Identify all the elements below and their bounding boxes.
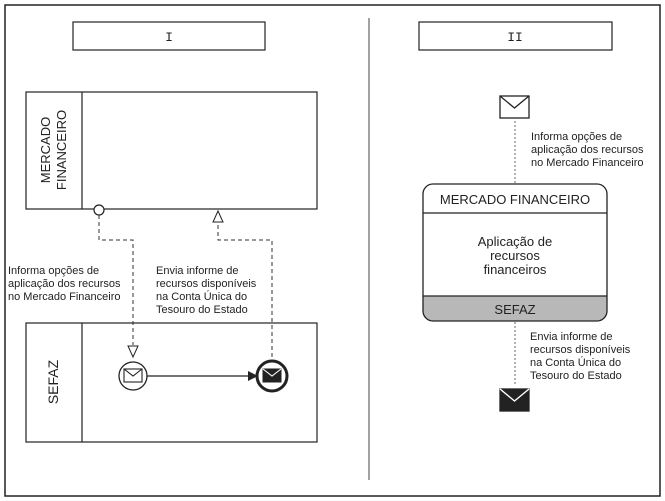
message-flow-left-path <box>98 215 134 345</box>
flow-left-text-line-2: aplicação dos recursos <box>8 278 121 290</box>
panel-ii: II Informa opções de aplicação dos recur… <box>418 21 644 412</box>
flow-right-text-line-2: recursos disponíveis <box>156 278 257 290</box>
message-flow-right-path <box>217 222 273 357</box>
end-message-event <box>255 359 289 393</box>
panel-ii-label-box <box>418 21 613 51</box>
task-border <box>422 183 608 322</box>
task-footer-label: SEFAZ <box>494 302 535 317</box>
outer-frame <box>4 4 661 497</box>
pool-mercado-financeiro: MERCADO FINANCEIRO <box>25 91 318 210</box>
task-body-line-3: financeiros <box>484 262 547 277</box>
flow-bottom-text-line-3: na Conta Única do <box>530 356 621 369</box>
pool-sefaz-label: SEFAZ <box>45 359 61 404</box>
panel-i: I MERCADO FINANCEIRO SEFAZ Informa opç <box>8 21 318 443</box>
pool-mercado-financeiro-label-line2: FINANCEIRO <box>54 110 69 190</box>
flow-bottom-text-line-4: Tesouro do Estado <box>530 370 622 382</box>
sequence-flow <box>147 371 258 381</box>
task-body-line-2: recursos <box>490 248 540 263</box>
flow-left-annotation: Informa opções de aplicação dos recursos… <box>8 265 121 303</box>
flow-left-text-line-3: no Mercado Financeiro <box>8 291 121 303</box>
flow-top-text-line-3: no Mercado Financeiro <box>531 157 644 169</box>
panel-i-label: I <box>165 30 173 45</box>
flow-right-text-line-4: Tesouro do Estado <box>156 304 248 316</box>
panel-i-label-box <box>72 21 266 51</box>
flow-right-annotation: Envia informe de recursos disponíveis na… <box>156 265 257 316</box>
flow-bottom-text-line-1: Envia informe de <box>530 331 613 343</box>
flow-left-text-line-1: Informa opções de <box>8 265 99 277</box>
start-message-event <box>118 361 148 391</box>
message-flow-left-arrowhead <box>127 345 139 359</box>
flow-top-text-line-2: aplicação dos recursos <box>531 144 644 156</box>
panel-ii-label: II <box>507 30 523 45</box>
flow-top-annotation: Informa opções de aplicação dos recursos… <box>531 131 644 169</box>
message-flow-left <box>93 204 139 359</box>
task-header-label: MERCADO FINANCEIRO <box>440 192 590 207</box>
choreography-task: MERCADO FINANCEIRO Aplicação de recursos… <box>422 183 608 322</box>
pool-mercado-financeiro-box <box>25 91 318 210</box>
message-flow-right <box>212 209 273 357</box>
filled-envelope-icon <box>262 368 282 383</box>
message-flow-right-arrowhead <box>212 209 224 223</box>
pool-mercado-financeiro-label-line1: MERCADO <box>38 117 53 183</box>
message-flow-left-origin <box>93 204 105 216</box>
flow-bottom-annotation: Envia informe de recursos disponíveis na… <box>530 331 631 382</box>
envelope-icon <box>123 368 143 383</box>
flow-top-text-line-1: Informa opções de <box>531 131 622 143</box>
filled-envelope-icon <box>499 388 530 412</box>
flow-right-text-line-3: na Conta Única do <box>156 290 247 303</box>
sequence-flow-arrowhead <box>248 371 258 381</box>
task-body-line-1: Aplicação de <box>478 234 552 249</box>
flow-bottom-text-line-2: recursos disponíveis <box>530 344 631 356</box>
flow-right-text-line-1: Envia informe de <box>156 265 239 277</box>
envelope-icon <box>499 95 530 119</box>
task-footer-band <box>423 296 607 321</box>
